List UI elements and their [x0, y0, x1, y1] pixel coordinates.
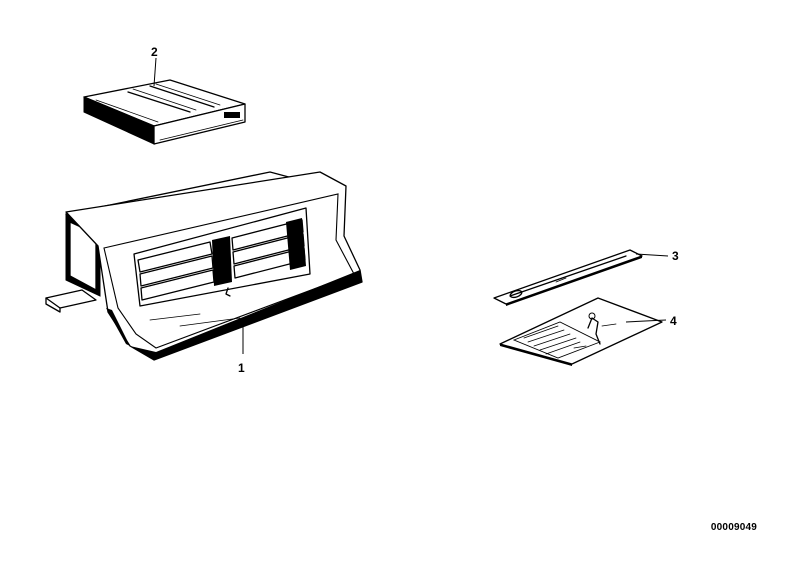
part-1-vent-housing — [45, 171, 363, 361]
callout-3: 3 — [672, 249, 679, 263]
part-2-cartridge — [83, 79, 246, 145]
leader-line-4 — [625, 319, 667, 323]
callout-2: 2 — [151, 45, 158, 59]
callout-1: 1 — [238, 361, 245, 375]
diagram-id-label: 00009049 — [710, 522, 757, 533]
callout-4: 4 — [670, 314, 677, 328]
part-3-thermometer — [493, 249, 643, 306]
part-4-instruction-sheet — [499, 297, 663, 366]
leader-line-2 — [153, 57, 157, 87]
leader-line-3 — [635, 253, 669, 257]
